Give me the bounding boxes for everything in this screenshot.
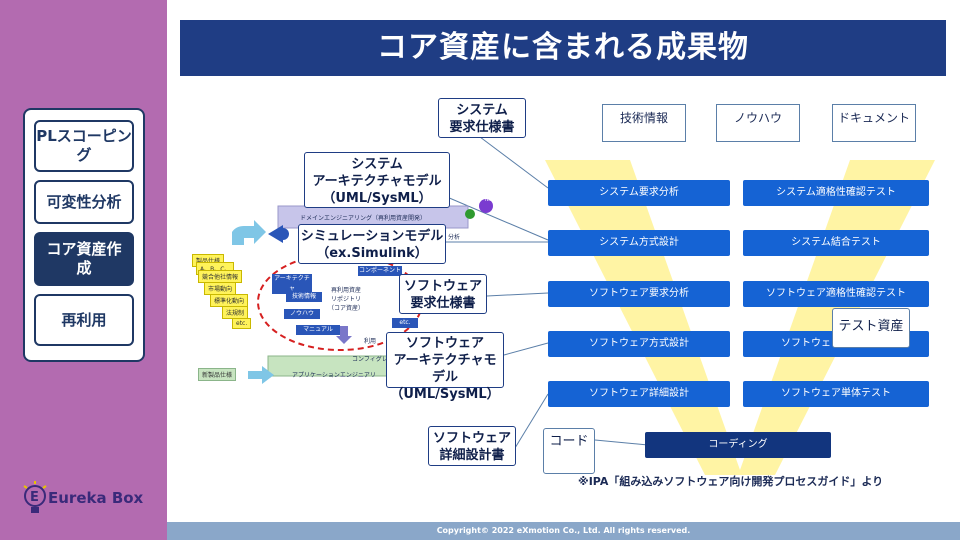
nav-panel: PLスコーピング 可変性分析 コア資産作成 再利用	[23, 108, 145, 362]
nav-item-core-asset-creation[interactable]: コア資産作成	[34, 232, 134, 286]
config-label: コンフィグレ	[352, 356, 388, 363]
step-system-qualification-test: システム適格性確認テスト	[743, 180, 929, 206]
step-system-integration-test: システム結合テスト	[743, 230, 929, 256]
callout-software-architecture-model: ソフトウェア アーキテクチャモデル （UML/SysML）	[386, 332, 504, 402]
lightbulb-icon: E	[23, 481, 47, 513]
page-title: コア資産に含まれる成果物	[377, 30, 749, 65]
no-badge: NO	[485, 197, 493, 203]
svg-text:E: E	[30, 490, 39, 505]
nav-item-reuse[interactable]: 再利用	[34, 294, 134, 346]
callout-software-detailed-design: ソフトウェア 詳細設計書	[428, 426, 516, 466]
callout-software-requirements-spec: ソフトウェア 要求仕様書	[399, 274, 487, 314]
nav-item-pl-scoping[interactable]: PLスコーピング	[34, 120, 134, 172]
callout-system-architecture-model: システム アーキテクチャモデル （UML/SysML）	[304, 152, 450, 208]
step-system-requirements: システム要求分析	[548, 180, 730, 206]
callout-system-requirements-spec: システム 要求仕様書	[438, 98, 526, 138]
copyright-text: Copyright© 2022 eXmotion Co., Ltd. All r…	[436, 526, 691, 535]
analysis-label: 分析	[448, 234, 461, 241]
new-product-spec: 新製品仕様	[198, 368, 237, 381]
arch-box: アーキテクチャ	[272, 274, 312, 294]
component-box: コンポーネント	[358, 266, 402, 276]
title-bar: コア資産に含まれる成果物	[180, 20, 946, 76]
sidebar: PLスコーピング 可変性分析 コア資産作成 再利用 E Eureka Box	[0, 0, 167, 540]
logo-text: Eureka Box	[48, 489, 144, 507]
step-software-qualification-test: ソフトウェア適格性確認テスト	[743, 281, 929, 307]
app-engineering-label: アプリケーションエンジニアリ	[292, 372, 376, 379]
step-software-detailed-design: ソフトウェア詳細設計	[548, 381, 730, 407]
callout-code: コード	[543, 428, 595, 474]
repository-label: 再利用資産 リポジトリ （コア資産）	[328, 287, 365, 312]
step-coding: コーディング	[645, 432, 831, 458]
step-software-requirements: ソフトウェア要求分析	[548, 281, 730, 307]
knowhow-box: ノウハウ	[284, 309, 320, 319]
step-software-unit-test: ソフトウェア単体テスト	[743, 381, 929, 407]
manual-box: マニュアル	[296, 325, 340, 335]
doc-documents: ドキュメント	[832, 104, 916, 142]
etc-box: etc.	[392, 318, 418, 328]
footer: Copyright© 2022 eXmotion Co., Ltd. All r…	[167, 522, 960, 540]
doc-knowhow: ノウハウ	[716, 104, 800, 142]
tech-box: 技術情報	[286, 292, 322, 302]
reference-note: ※IPA「組み込みソフトウェア向け開発プロセスガイド」より	[578, 475, 884, 488]
eureka-box-logo: E Eureka Box	[22, 480, 152, 524]
note-etc: etc.	[232, 318, 252, 329]
step-system-architecture: システム方式設計	[548, 230, 730, 256]
callout-test-assets: テスト資産	[832, 308, 910, 348]
step-software-architecture: ソフトウェア方式設計	[548, 331, 730, 357]
nav-item-variability-analysis[interactable]: 可変性分析	[34, 180, 134, 224]
domain-engineering-label: ドメインエンジニアリング（再利用資産開発）	[300, 215, 427, 222]
doc-tech-info: 技術情報	[602, 104, 686, 142]
use-label: 利用	[364, 338, 377, 345]
callout-simulation-model: シミュレーションモデル （ex.Simulink）	[298, 224, 446, 264]
